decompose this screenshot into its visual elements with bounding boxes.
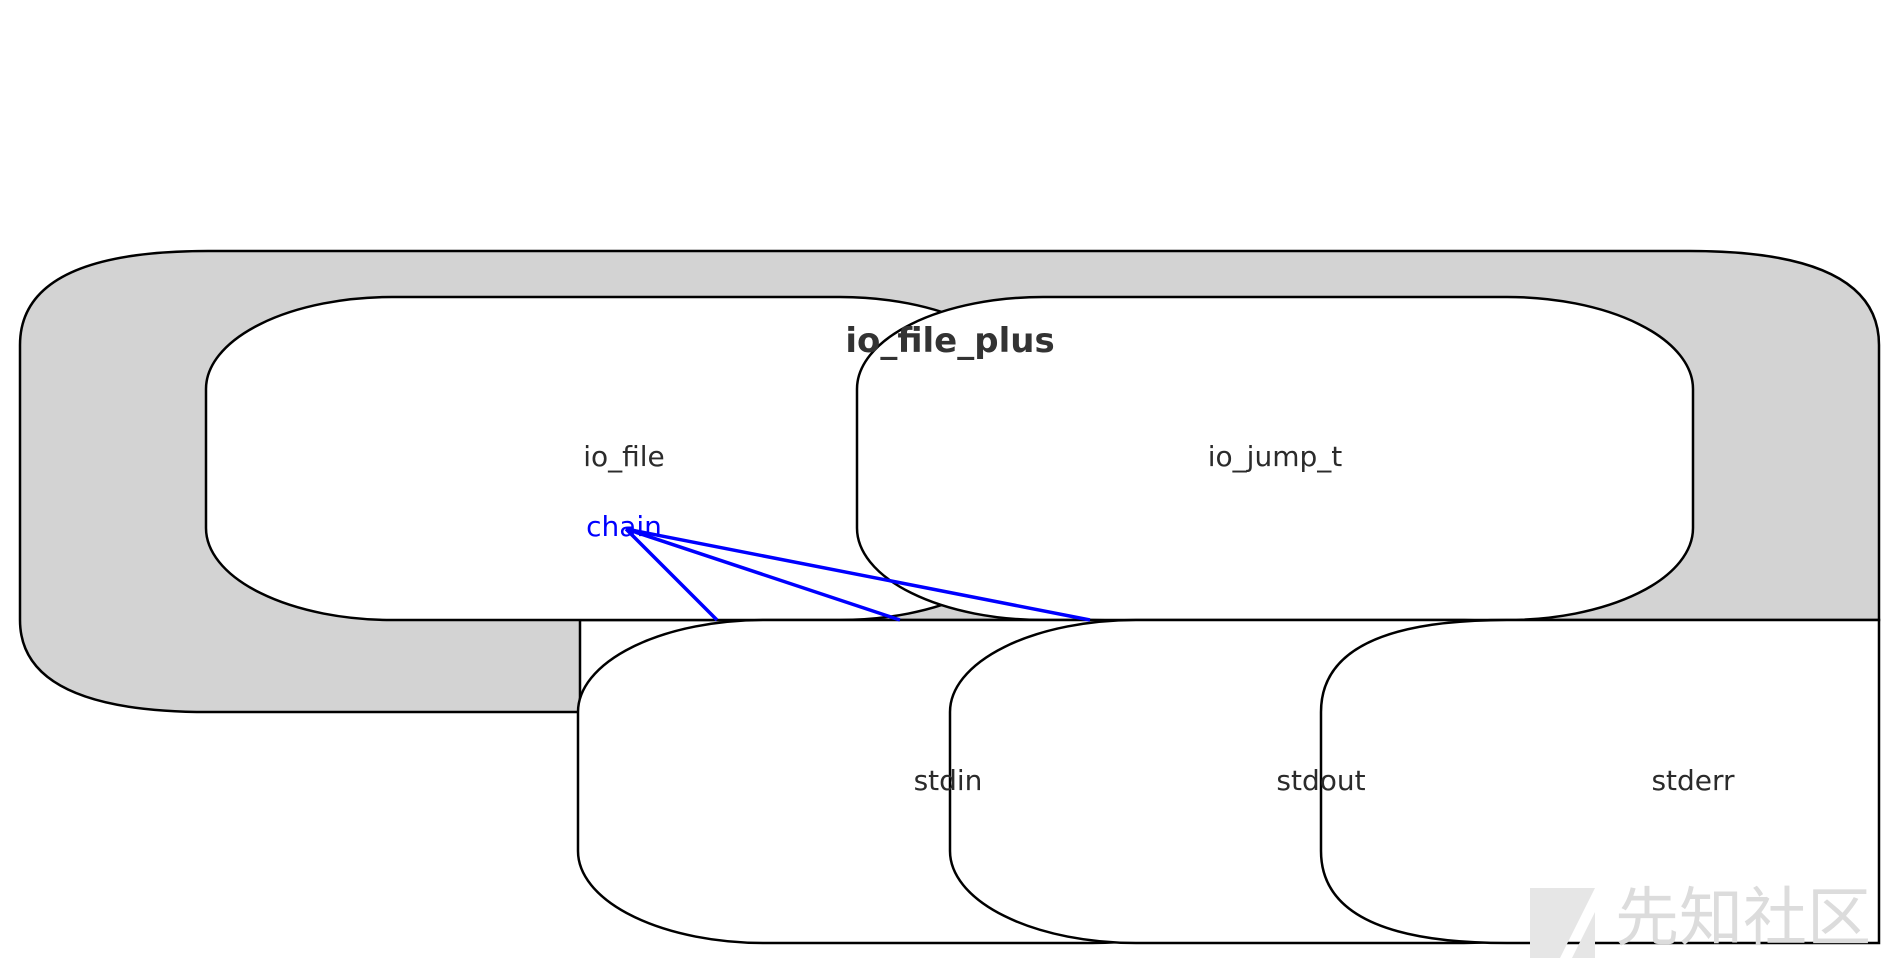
stderr-label: stderr [1651, 764, 1735, 797]
stderr-node [1319, 618, 1881, 945]
watermark-text: 先知社区 [1615, 882, 1871, 956]
chain-edges [624, 527, 1091, 622]
stdout-label: stdout [1276, 764, 1365, 797]
watermark: 先知社区 [1530, 882, 1871, 958]
chain-edge-stderr [625, 527, 1091, 622]
watermark-logo-icon [1530, 888, 1595, 958]
chain-label: chain [586, 510, 662, 543]
io-file-label: io_file [583, 440, 665, 473]
chain-edge-stdin [624, 527, 719, 622]
stdin-label: stdin [914, 764, 983, 797]
chain-edge-stdout [625, 527, 901, 622]
container-title: io_file_plus [845, 321, 1054, 361]
io-jump-t-label: io_jump_t [1208, 440, 1342, 473]
